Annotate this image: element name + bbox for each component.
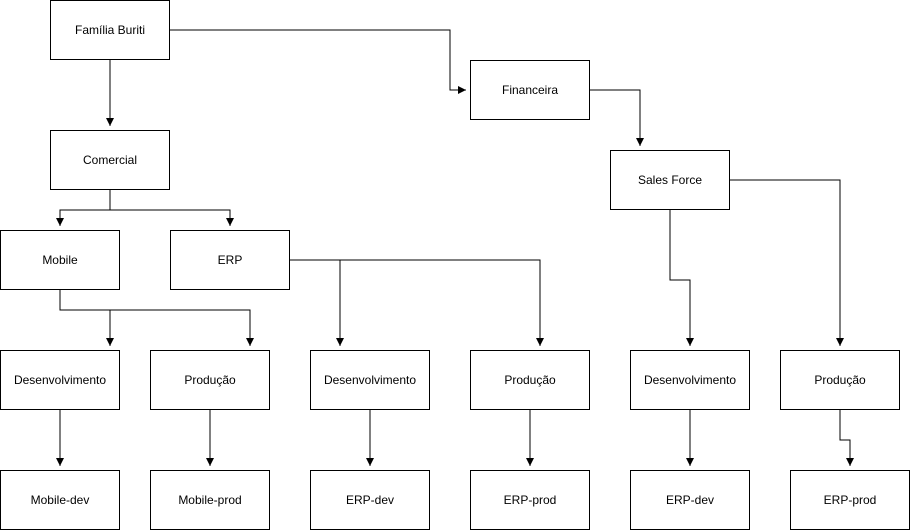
node-erp-dev[interactable]: ERP-dev <box>310 470 430 530</box>
node-familia-buriti[interactable]: Família Buriti <box>50 0 170 60</box>
node-label: Produção <box>814 373 866 387</box>
edge-comercial-to-mobile <box>56 190 111 226</box>
node-erp-desenvolvimento[interactable]: Desenvolvimento <box>310 350 430 410</box>
node-label: ERP-prod <box>503 493 557 507</box>
node-label: Desenvolvimento <box>643 373 737 387</box>
node-erp[interactable]: ERP <box>170 230 290 290</box>
node-label: ERP-dev <box>665 493 715 507</box>
node-erp-prod[interactable]: ERP-prod <box>470 470 590 530</box>
node-mobile-prod[interactable]: Mobile-prod <box>150 470 270 530</box>
node-label: Produção <box>184 373 236 387</box>
node-financeira[interactable]: Financeira <box>470 60 590 120</box>
node-label: Mobile-dev <box>30 493 90 507</box>
edge-familia-to-financeira <box>170 29 466 94</box>
node-label: Família Buriti <box>74 23 145 37</box>
node-sf-erp-prod[interactable]: ERP-prod <box>790 470 910 530</box>
edge-salesforce-to-producao <box>730 179 844 346</box>
node-label: ERP-prod <box>823 493 877 507</box>
node-erp-producao[interactable]: Produção <box>470 350 590 410</box>
node-sf-producao[interactable]: Produção <box>780 350 900 410</box>
node-label: ERP-dev <box>345 493 395 507</box>
edge-comercial-to-erp <box>110 209 234 226</box>
node-label: Mobile <box>42 253 78 267</box>
edge-erp-to-desenvolvimento <box>290 259 344 346</box>
node-sf-erp-dev[interactable]: ERP-dev <box>630 470 750 530</box>
node-sales-force[interactable]: Sales Force <box>610 150 730 210</box>
edge-financeira-to-salesforce <box>590 89 644 146</box>
node-mobile-desenvolvimento[interactable]: Desenvolvimento <box>0 350 120 410</box>
node-label: Produção <box>504 373 556 387</box>
node-sf-desenvolvimento[interactable]: Desenvolvimento <box>630 350 750 410</box>
node-mobile[interactable]: Mobile <box>0 230 120 290</box>
edge-mobile-to-desenvolvimento <box>59 290 114 346</box>
node-mobile-dev[interactable]: Mobile-dev <box>0 470 120 530</box>
node-label: Sales Force <box>637 173 703 187</box>
node-comercial[interactable]: Comercial <box>50 130 170 190</box>
node-label: Comercial <box>82 153 137 167</box>
node-label: Financeira <box>501 83 559 97</box>
edge-salesforce-to-desenvolvimento <box>669 210 694 346</box>
edge-mobile-to-producao <box>110 309 254 346</box>
edge-sf-prod-to-erp-prod <box>839 410 854 466</box>
node-label: Mobile-prod <box>178 493 242 507</box>
node-label: Desenvolvimento <box>13 373 107 387</box>
node-label: Desenvolvimento <box>323 373 417 387</box>
node-label: ERP <box>217 253 243 267</box>
edge-erp-to-producao <box>340 259 544 346</box>
node-mobile-producao[interactable]: Produção <box>150 350 270 410</box>
